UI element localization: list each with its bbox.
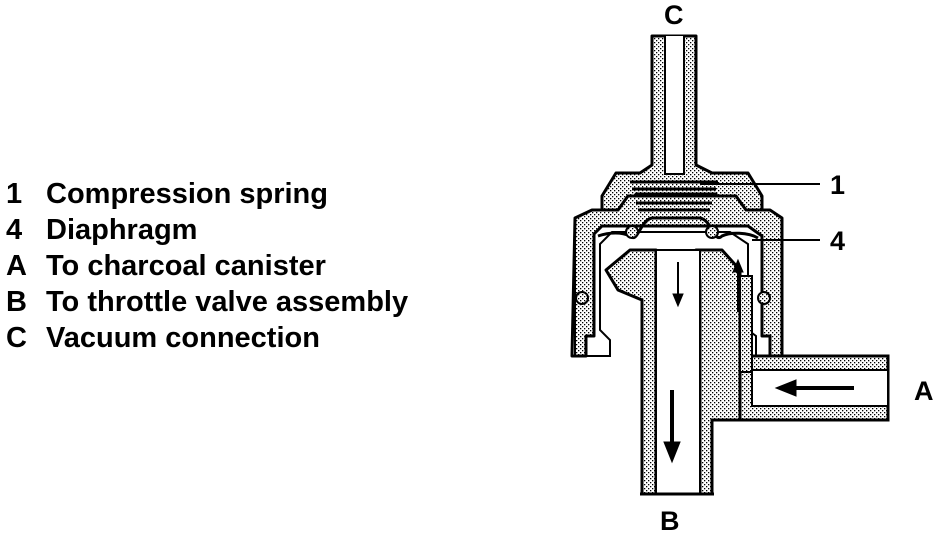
legend-key: A xyxy=(6,249,27,282)
arrow-up-small-icon xyxy=(732,258,744,312)
legend-item-diaphragm: 4 Diaphragm xyxy=(6,212,408,248)
legend-item-vacuum-connection: C Vacuum connection xyxy=(6,320,408,356)
arrow-down-small-icon xyxy=(672,262,684,308)
legend-item-charcoal-canister: A To charcoal canister xyxy=(6,248,408,284)
callout-b: B xyxy=(660,506,680,534)
arrow-left-icon xyxy=(774,379,854,397)
legend-key: B xyxy=(6,285,27,318)
legend-text: To charcoal canister xyxy=(46,249,326,282)
callout-a: A xyxy=(914,376,934,406)
legend-text: Vacuum connection xyxy=(46,321,320,354)
callout-c: C xyxy=(664,0,684,30)
callout-4: 4 xyxy=(830,226,845,256)
legend-text: Diaphragm xyxy=(46,213,198,246)
compression-spring xyxy=(630,180,718,212)
legend-key: 1 xyxy=(6,177,23,210)
diaphragm xyxy=(575,216,771,305)
legend-item-compression-spring: 1 Compression spring xyxy=(6,176,408,212)
legend: 1 Compression spring 4 Diaphragm A To ch… xyxy=(6,176,408,356)
legend-key: 4 xyxy=(6,213,23,246)
vacuum-connection-tube xyxy=(600,34,764,216)
flow-arrows xyxy=(663,258,854,464)
legend-key: C xyxy=(6,321,27,354)
legend-item-throttle-valve: B To throttle valve assembly xyxy=(6,284,408,320)
legend-text: To throttle valve assembly xyxy=(46,285,409,318)
callout-1: 1 xyxy=(830,170,845,200)
leader-lines xyxy=(700,183,820,241)
legend-text: Compression spring xyxy=(46,177,328,210)
arrow-down-icon xyxy=(663,390,681,464)
